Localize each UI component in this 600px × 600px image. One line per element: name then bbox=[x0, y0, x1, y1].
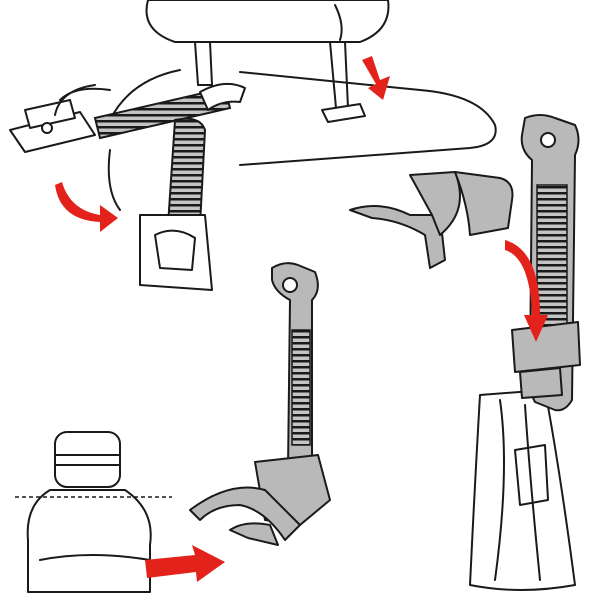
arrow-icon-bottle-insert bbox=[145, 545, 225, 582]
hook-with-bottle-holder bbox=[189, 262, 331, 546]
car-seat-headrest bbox=[107, 0, 497, 211]
arrow-icon-strap-down bbox=[55, 182, 118, 232]
bottle bbox=[15, 431, 172, 593]
arrow-icon-headrest-post bbox=[362, 56, 390, 100]
strap-with-buckle bbox=[9, 82, 246, 291]
arrow-icon-hook-down bbox=[505, 240, 548, 342]
clip-piece bbox=[349, 171, 514, 269]
